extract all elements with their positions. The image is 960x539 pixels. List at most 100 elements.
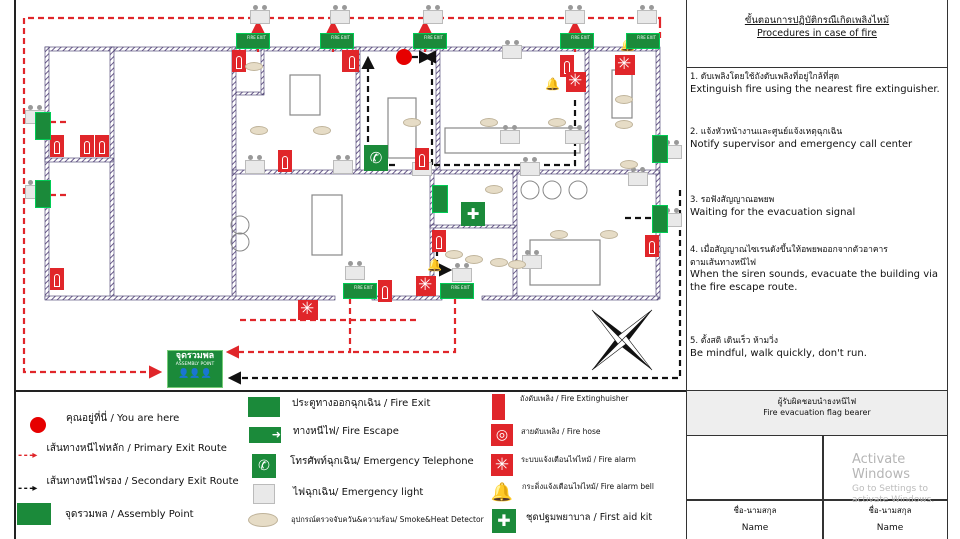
emergency-telephone-icon: ✆ bbox=[364, 145, 388, 171]
emergency-light-icon bbox=[500, 125, 520, 144]
step-th: 4. เมื่อสัญญาณไซเรนดังขึ้นให้อพยพออกจากต… bbox=[690, 245, 888, 268]
fire-exit-sign: FIRE EXIT bbox=[413, 33, 447, 49]
fire-exit-sign: FIRE EXIT bbox=[236, 33, 270, 49]
secondary-exit-route bbox=[227, 190, 682, 385]
smoke-detector-icon bbox=[508, 260, 526, 269]
flag-bearer-header: ผู้รับผิดชอบนำธงหนีไฟ Fire evacuation fl… bbox=[686, 391, 948, 436]
first-aid-kit-icon: ✚ bbox=[492, 509, 516, 533]
smoke-detector-icon bbox=[485, 185, 503, 194]
fire-extinguisher-icon bbox=[232, 50, 246, 72]
fire-exit-sign-label: FIRE EXIT bbox=[247, 35, 266, 40]
legend-divider bbox=[14, 390, 686, 392]
legend-emergency-telephone: ✆ โทรศัพท์ฉุกเฉิน/ Emergency Telephone bbox=[252, 454, 474, 478]
furniture-round bbox=[230, 215, 250, 235]
smoke-detector-icon bbox=[248, 513, 278, 527]
smoke-detector-icon bbox=[600, 230, 618, 239]
step-th: 3. รอฟังสัญญาณอพยพ bbox=[690, 195, 775, 205]
secondary-route-icon: - - -▸ bbox=[18, 483, 37, 494]
fire-exit-sign-label: FIRE EXIT bbox=[354, 285, 373, 290]
secondary-exit-route bbox=[422, 50, 436, 165]
fire-escape-sign bbox=[35, 180, 51, 208]
furniture bbox=[387, 97, 417, 159]
wall bbox=[44, 295, 336, 301]
activate-windows-hint: Go to Settings to activate Windows. bbox=[852, 484, 935, 505]
furniture-round bbox=[542, 180, 562, 200]
smoke-detector-icon bbox=[620, 160, 638, 169]
step-en: Extinguish fire using the nearest fire e… bbox=[690, 83, 940, 95]
procedures-title-en: Procedures in case of fire bbox=[757, 28, 877, 39]
cell-divider bbox=[822, 436, 824, 539]
fire-alarm-icon bbox=[566, 71, 586, 92]
fire-extinguisher-icon bbox=[645, 235, 659, 257]
assembly-point-icon bbox=[17, 503, 51, 525]
emergency-light-icon bbox=[502, 40, 522, 59]
step-th: 1. ดับเพลิงโดยใช้ถังดับเพลิงที่อยู่ใกล้ท… bbox=[690, 72, 840, 82]
legend-label: ไฟฉุกเฉิน/ Emergency light bbox=[293, 486, 424, 498]
fire-exit-sign-label: FIRE EXIT bbox=[451, 285, 470, 290]
flag-bearer-title-en: Fire evacuation flag bearer bbox=[763, 408, 871, 417]
legend-primary-route: - - -▸ เส้นทางหนีไฟหลัก / Primary Exit R… bbox=[18, 436, 227, 461]
legend-label: ประตูทางออกฉุกเฉิน / Fire Exit bbox=[292, 397, 431, 409]
name-label-th: ชื่อ-นามสกุล bbox=[868, 506, 912, 515]
wall bbox=[584, 46, 590, 173]
legend-label: คุณอยู่ที่นี่ / You are here bbox=[66, 412, 180, 424]
wall bbox=[235, 91, 265, 96]
fire-alarm-icon bbox=[615, 54, 635, 75]
legend-fire-escape: ➜ ทางหนีไฟ/ Fire Escape bbox=[249, 425, 399, 443]
smoke-detector-icon bbox=[615, 95, 633, 104]
primary-exit-route bbox=[225, 298, 352, 359]
assembly-point-sign: จุดรวมพล ASSEMBLY POINT 👤👤👤 bbox=[167, 350, 223, 388]
legend-smoke-detector: อุปกรณ์ตรวจจับควัน&ความร้อน/ Smoke&Heat … bbox=[248, 513, 484, 527]
fire-alarm-bell-icon: 🔔 bbox=[490, 482, 514, 503]
fire-exit-sign-label: FIRE EXIT bbox=[637, 35, 656, 40]
smoke-detector-icon bbox=[550, 230, 568, 239]
name-label-en: Name bbox=[741, 523, 769, 533]
smoke-detector-icon bbox=[250, 126, 268, 135]
emergency-light-icon bbox=[245, 155, 265, 174]
step-en: Be mindful, walk quickly, don't run. bbox=[690, 347, 867, 359]
smoke-detector-icon bbox=[480, 118, 498, 127]
emergency-light-icon bbox=[520, 157, 540, 176]
fire-exit-icon bbox=[248, 397, 280, 417]
fire-exit-sign: FIRE EXIT bbox=[343, 283, 377, 299]
smoke-detector-icon bbox=[245, 62, 263, 71]
people-icon: 👤👤👤 bbox=[178, 369, 212, 379]
fire-alarm-bell-icon: 🔔 bbox=[427, 258, 442, 272]
emergency-light-icon bbox=[333, 155, 353, 174]
fire-extinguisher-icon bbox=[278, 150, 292, 172]
fire-alarm-icon: ✳ bbox=[491, 454, 513, 476]
furniture bbox=[311, 194, 343, 256]
legend-label: ทางหนีไฟ/ Fire Escape bbox=[293, 425, 399, 437]
smoke-detector-icon bbox=[548, 118, 566, 127]
smoke-detector-icon bbox=[490, 258, 508, 267]
wall bbox=[44, 157, 114, 163]
fire-extinguisher-icon bbox=[50, 135, 64, 157]
wall bbox=[512, 169, 518, 299]
fire-exit-sign-label: FIRE EXIT bbox=[331, 35, 350, 40]
legend-fire-hose: ◎ สายดับเพลิง / Fire hose bbox=[491, 424, 601, 446]
legend-assembly-point: จุดรวมพล / Assembly Point bbox=[17, 503, 194, 525]
procedure-step: 2. แจ้งหัวหน้างานและศูนย์แจ้งเหตุฉุกเฉิน… bbox=[690, 126, 943, 151]
primary-exit-route bbox=[350, 298, 457, 354]
row-divider bbox=[687, 499, 947, 501]
flag-bearer-title-th: ผู้รับผิดชอบนำธงหนีไฟ bbox=[777, 397, 857, 406]
legend-label: ระบบแจ้งเตือนไฟไหม้ / Fire alarm bbox=[521, 455, 636, 464]
furniture-round bbox=[520, 180, 540, 200]
assembly-sign-en: ASSEMBLY POINT bbox=[175, 362, 215, 367]
furniture bbox=[611, 69, 633, 119]
legend-emergency-light: ไฟฉุกเฉิน/ Emergency light bbox=[253, 484, 423, 504]
emergency-light-icon bbox=[522, 250, 542, 269]
smoke-detector-icon bbox=[313, 126, 331, 135]
fire-escape-sign bbox=[432, 185, 448, 213]
fire-extinguisher-icon bbox=[345, 50, 359, 72]
emergency-light-icon bbox=[423, 5, 443, 24]
legend-label: อุปกรณ์ตรวจจับควัน&ความร้อน/ Smoke&Heat … bbox=[291, 515, 484, 524]
emergency-light-icon bbox=[565, 5, 585, 24]
fire-hose-icon bbox=[298, 299, 318, 320]
legend-fire-extinguisher: ถังดับเพลิง / Fire Extinghuisher bbox=[492, 394, 628, 420]
legend-first-aid-kit: ✚ ชุดปฐมพยาบาล / First aid kit bbox=[492, 509, 652, 533]
